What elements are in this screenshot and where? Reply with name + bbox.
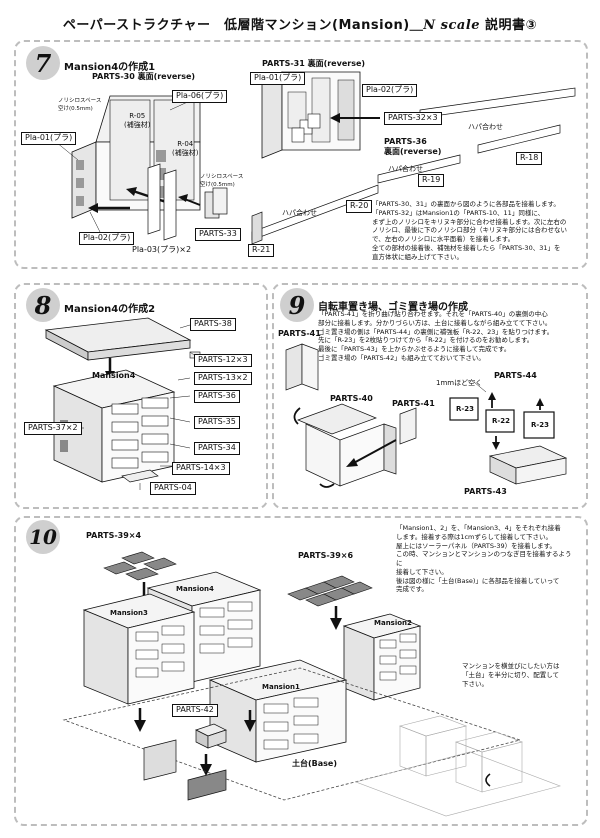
title-suffix: 説明書③ xyxy=(480,18,538,33)
step8-number: 8 xyxy=(34,290,52,320)
parts39b-label: PARTS-39×6 xyxy=(298,551,354,560)
pla06-label: Pla-06(プラ) xyxy=(172,90,228,103)
pla01b-label: Pla-01(プラ) xyxy=(250,72,306,85)
parts31-label: PARTS-31 裏面(reverse) xyxy=(262,59,366,68)
step8-badge: 8 xyxy=(26,288,60,322)
parts33-label: PARTS-33 xyxy=(195,228,241,241)
nori-space-right: ノリシロスペース 空け(0.5mm) xyxy=(200,174,244,188)
parts40-label: PARTS-40 xyxy=(330,394,373,403)
parts42-label: PARTS-42 xyxy=(172,704,218,717)
parts13-label: PARTS-13×2 xyxy=(194,372,252,385)
mansion2-label: Mansion2 xyxy=(374,619,412,627)
parts30-label: PARTS-30 裏面(reverse) xyxy=(92,72,196,81)
gap-label: 1mmほど空く xyxy=(436,379,483,387)
step7-note: 「PARTS-30、31」の裏面から図のように各部品を接着します。 「PARTS… xyxy=(372,200,567,261)
step7-number: 7 xyxy=(34,48,52,78)
r05-label: R-05 (補強材) xyxy=(124,112,151,129)
pla02b-label: Pla-02(プラ) xyxy=(362,84,418,97)
pla02a-label: Pla-02(プラ) xyxy=(79,232,135,245)
nori-space-left: ノリシロスペース 空け(0.5mm) xyxy=(58,98,102,112)
parts38-label: PARTS-38 xyxy=(190,318,236,331)
parts32-label: PARTS-32×3 xyxy=(384,112,442,125)
base-label: 土台(Base) xyxy=(292,759,337,768)
parts39a-label: PARTS-39×4 xyxy=(86,531,142,540)
parts04-label: PARTS-04 xyxy=(150,482,196,495)
parts36-label: PARTS-36 xyxy=(384,137,427,146)
parts34-label: PARTS-34 xyxy=(194,442,240,455)
mansion1-label: Mansion1 xyxy=(262,683,300,691)
step10-badge: 10 xyxy=(26,520,60,554)
page-title: ペーパーストラクチャー 低層階マンション(Mansion)＿N scale 説明… xyxy=(0,14,600,33)
r21-label: R-21 xyxy=(248,244,275,257)
step7-badge: 7 xyxy=(26,46,60,80)
parts36-sub: 裏面(reverse) xyxy=(384,147,442,156)
r18-label: R-18 xyxy=(516,152,543,165)
hapa3-label: ハパ合わせ xyxy=(282,209,317,217)
step9-number: 9 xyxy=(288,290,306,320)
step9-heading: 自転車置き場、ゴミ置き場の作成 xyxy=(318,302,468,313)
step10-note: 「Mansion1、2」を、「Mansion3、4」をそれぞれ接着 します。接着… xyxy=(396,524,572,594)
hapa1-label: ハパ合わせ xyxy=(468,123,503,131)
parts36-8-label: PARTS-36 xyxy=(194,390,240,403)
mansion3-label: Mansion3 xyxy=(110,609,148,617)
parts43-label: PARTS-43 xyxy=(464,487,507,496)
parts37-label: PARTS-37×2 xyxy=(24,422,82,435)
parts41b-label: PARTS-41 xyxy=(392,399,435,408)
title-main: ペーパーストラクチャー 低層階マンション(Mansion)＿ xyxy=(62,18,424,33)
parts12-label: PARTS-12×3 xyxy=(194,354,252,367)
step9-badge: 9 xyxy=(280,288,314,322)
step10-side-note: マンションを横並びにしたい方は 「土台」を半分に切り、配置して 下さい。 xyxy=(462,662,560,688)
parts44-label: PARTS-44 xyxy=(494,371,537,380)
r19-label: R-19 xyxy=(418,174,445,187)
step9-note: 「PARTS-41」を折り曲げ貼り合わせます。それを「PARTS-40」の裏側の… xyxy=(318,310,554,362)
mansion4-label: Mansion4 xyxy=(92,371,136,380)
step7-heading: Mansion4の作成1 xyxy=(64,62,156,73)
r20-label: R-20 xyxy=(346,200,373,213)
hapa2-label: ハパ合わせ xyxy=(388,165,423,173)
step8-heading: Mansion4の作成2 xyxy=(64,304,156,315)
r23b-label: R-23 xyxy=(531,421,550,429)
step10-number: 10 xyxy=(29,525,57,549)
parts35-label: PARTS-35 xyxy=(194,416,240,429)
r23a-label: R-23 xyxy=(456,405,475,413)
title-scale: N scale xyxy=(423,18,481,33)
pla01a-label: Pla-01(プラ) xyxy=(21,132,77,145)
pla03-label: Pla-03(プラ)×2 xyxy=(132,245,192,254)
r04-label: R-04 (補強材) xyxy=(172,140,199,157)
mansion4-10-label: Mansion4 xyxy=(176,585,214,593)
parts14-label: PARTS-14×3 xyxy=(172,462,230,475)
parts41a-label: PARTS-41 xyxy=(278,329,321,338)
r22-label: R-22 xyxy=(492,417,511,425)
